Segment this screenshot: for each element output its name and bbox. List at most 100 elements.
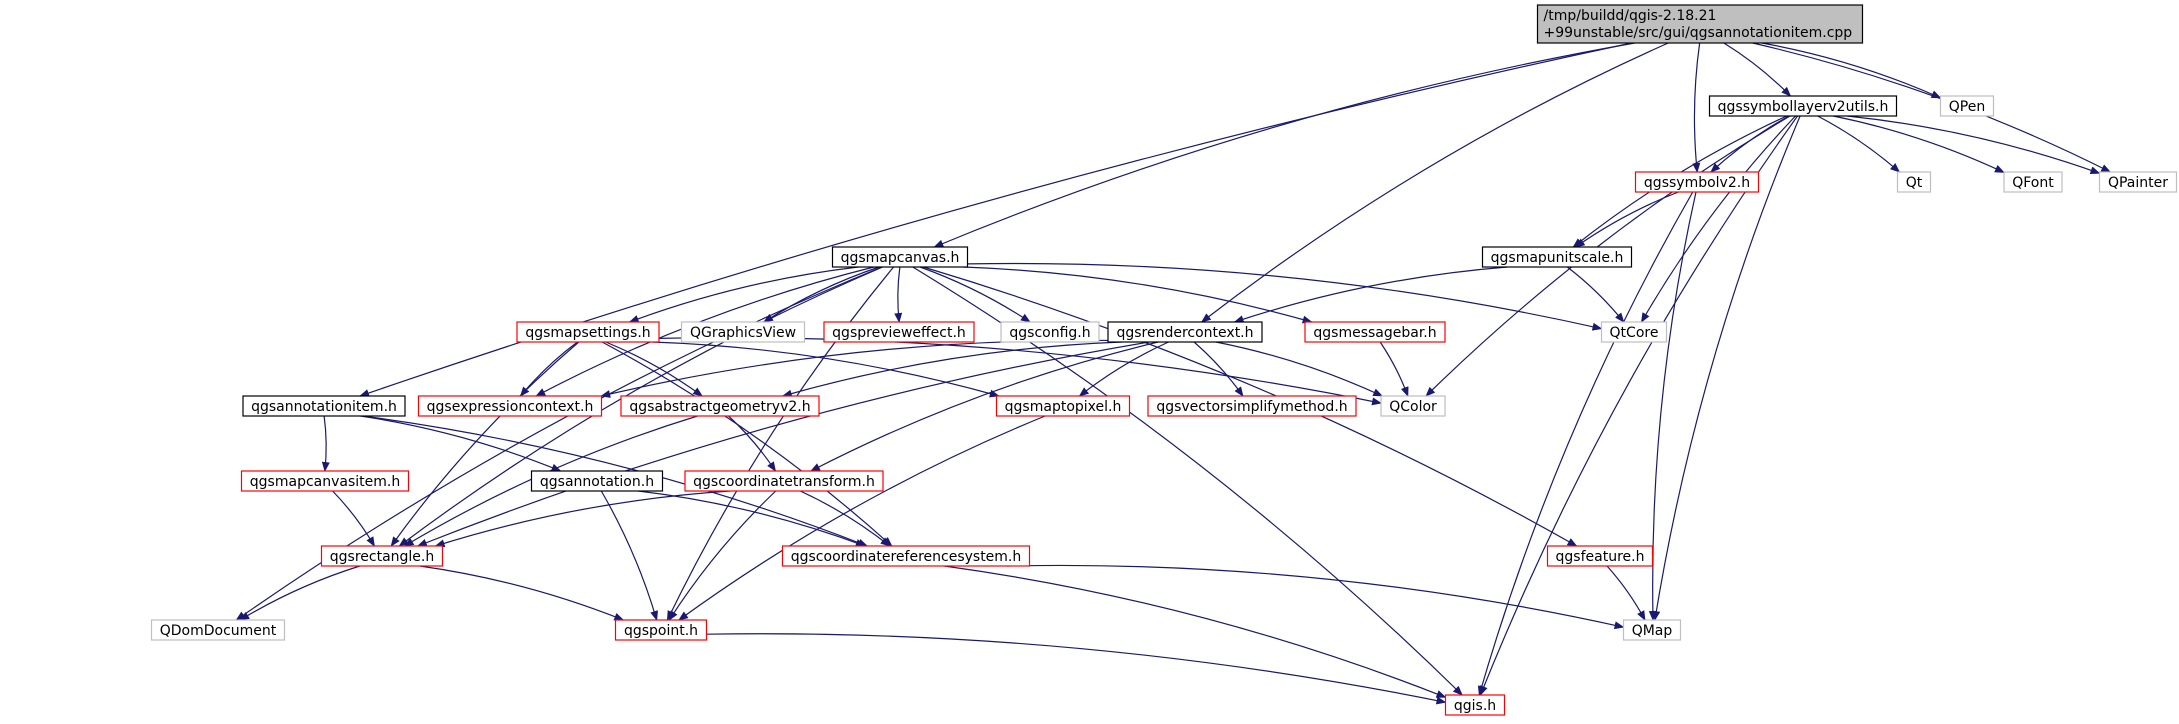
node-qgsrectangle[interactable]: qgsrectangle.h	[320, 545, 444, 567]
node-qgspreview-ffect[interactable]: qgspreviewеffect.h	[823, 321, 975, 343]
edge-qgsrectangle-to-qgspoint	[419, 565, 625, 621]
node-box	[1536, 4, 1864, 44]
node-label: qgsannotationitem.h	[251, 399, 397, 415]
node-qgssymbollayerv2utils[interactable]: qgssymbollayerv2utils.h	[1708, 95, 1898, 117]
node-box	[530, 470, 664, 492]
node-label: QDomDocument	[160, 623, 277, 639]
node-qgsmapsettings[interactable]: qgsmapsettings.h	[516, 321, 660, 343]
node-box	[2003, 171, 2063, 193]
node-label: qgssymbolv2.h	[1644, 175, 1750, 191]
edge-qgsmapunitscale-to-qtcore	[1566, 266, 1625, 323]
edge-qgsrendercontext-to-qgsrectangle	[416, 341, 1150, 547]
node-box	[1380, 395, 1446, 417]
node-qgsmessagebar[interactable]: qgsmessagebar.h	[1304, 321, 1446, 343]
node-qtcore[interactable]: QtCore	[1600, 321, 1668, 343]
node-label: /tmp/buildd/qgis-2.18.21	[1544, 8, 1717, 24]
edge-qgssymbollayerv2utils-to-qpainter	[1847, 115, 2101, 175]
node-label: qgsrectangle.h	[330, 549, 434, 565]
node-box	[516, 321, 660, 343]
node-label: Qt	[1906, 175, 1923, 191]
node-label: qgsmapcanvasitem.h	[250, 474, 400, 490]
edge-qgsmapcanvas-to-qgsmapsettings	[628, 266, 859, 323]
edge-qgssymbollayerv2utils-to-qtcore	[1640, 115, 1796, 323]
node-qgsmapunitscale[interactable]: qgsmapunitscale.h	[1481, 246, 1633, 268]
node-box	[614, 619, 708, 641]
node-qgsvectorsimplifymethod[interactable]: qgsvectorsimplifymethod.h	[1147, 395, 1357, 417]
edge-root-to-qgsrendercontext	[1200, 42, 1669, 323]
node-label: QMap	[1632, 623, 1673, 639]
node-qcolor[interactable]: QColor	[1380, 395, 1446, 417]
node-qpen[interactable]: QPen	[1939, 95, 1995, 117]
node-box	[684, 470, 884, 492]
edge-qgsannotation-to-qgscoordinatereferencesystem	[638, 490, 866, 547]
node-label: qgis.h	[1454, 698, 1496, 714]
node-label: QFont	[2012, 175, 2054, 191]
node-qgssymbolv2[interactable]: qgssymbolv2.h	[1634, 171, 1760, 193]
node-box	[240, 470, 410, 492]
edge-qgsrectangle-to-qdomdocument	[239, 565, 361, 621]
node-qgsconfig[interactable]: qgsconfig.h	[1000, 321, 1100, 343]
node-box	[1546, 545, 1654, 567]
node-label: qgsfeature.h	[1556, 549, 1645, 565]
edge-qgssymbollayerv2utils-to-qmap	[1652, 115, 1801, 621]
node-label: qgsmapsettings.h	[525, 325, 650, 341]
node-qgsexpressioncontext[interactable]: qgsexpressioncontext.h	[417, 395, 603, 417]
node-box	[2098, 171, 2178, 193]
edge-qgspoint-to-qgis	[706, 633, 1447, 705]
edge-qgsrendercontext-to-qgsabstractgeometryv2	[781, 341, 1123, 398]
node-box	[1634, 171, 1760, 193]
node-qpainter[interactable]: QPainter	[2098, 171, 2178, 193]
node-qgsrendercontext[interactable]: qgsrendercontext.h	[1107, 321, 1263, 343]
node-qgraphicsview[interactable]: QGraphicsView	[680, 321, 806, 343]
node-root: /tmp/buildd/qgis-2.18.21+99unstable/src/…	[1536, 4, 1864, 44]
edge-qgsmapcanvas-to-qgspoint	[666, 266, 895, 621]
node-qgsmaptopixel[interactable]: qgsmaptopixel.h	[995, 395, 1131, 417]
node-qdomdocument[interactable]: QDomDocument	[150, 619, 286, 641]
edge-root-to-qgsmapcanvas	[933, 42, 1635, 248]
edge-qgsmapcanvas-to-qgsexpressioncontext	[535, 266, 874, 397]
node-qgscoordinatereferencesystem[interactable]: qgscoordinatereferencesystem.h	[781, 545, 1031, 567]
edge-qgscoordinatereferencesystem-to-qgis	[944, 565, 1447, 698]
node-box	[823, 321, 975, 343]
node-box	[620, 395, 820, 417]
edge-qgsmaptopixel-to-qgspoint	[678, 415, 1046, 621]
node-qmap[interactable]: QMap	[1622, 619, 1682, 641]
node-label: qgsmessagebar.h	[1313, 325, 1436, 341]
edges-layer	[235, 42, 2112, 705]
edge-qgsmapunitscale-to-qgsrendercontext	[1233, 266, 1508, 323]
node-qgspoint[interactable]: qgspoint.h	[614, 619, 708, 641]
node-qgsannotation[interactable]: qgsannotation.h	[530, 470, 664, 492]
node-qgsfeature[interactable]: qgsfeature.h	[1546, 545, 1654, 567]
node-label: QtCore	[1610, 325, 1659, 341]
node-label: qgsmaptopixel.h	[1005, 399, 1122, 415]
node-qgsabstractgeometryv2[interactable]: qgsabstractgeometryv2.h	[620, 395, 820, 417]
node-box	[1444, 694, 1506, 716]
edge-qgsrendercontext-to-qcolor	[1215, 341, 1384, 397]
node-box	[831, 246, 969, 268]
edge-qgsannotationitem-to-qgscoordinatereferencesystem	[362, 415, 869, 547]
edge-qgsmapcanvas-to-qgsfeature	[923, 266, 1578, 547]
node-qgsmapcanvas[interactable]: qgsmapcanvas.h	[831, 246, 969, 268]
node-qgsannotationitem[interactable]: qgsannotationitem.h	[242, 395, 406, 417]
node-label: qgscoordinatetransform.h	[693, 474, 875, 490]
node-label: QPen	[1949, 99, 1985, 115]
edge-qgsmapsettings-to-qcolor	[658, 337, 1382, 406]
node-box	[995, 395, 1131, 417]
edge-qgsrendercontext-to-qgsvectorsimplifymethod	[1193, 341, 1244, 397]
edge-qgsmapsettings-to-qgsabstractgeometryv2	[605, 341, 703, 397]
node-qgsmapcanvasitem[interactable]: qgsmapcanvasitem.h	[240, 470, 410, 492]
edge-qgssymbollayerv2utils-to-qgis	[1479, 115, 1799, 696]
node-label: qgsabstractgeometryv2.h	[629, 399, 810, 415]
node-qfont[interactable]: QFont	[2003, 171, 2063, 193]
edge-qgscoordinatereferencesystem-to-qmap	[1006, 564, 1625, 630]
node-box	[150, 619, 286, 641]
edge-qgssymbollayerv2utils-to-qcolor	[1425, 115, 1791, 397]
node-qgscoordinatetransform[interactable]: qgscoordinatetransform.h	[684, 470, 884, 492]
edge-qgscoordinatetransform-to-qgscoordinatereferencesystem	[800, 490, 891, 547]
node-label: qgsmapcanvas.h	[841, 250, 960, 266]
edge-qgsannotation-to-qgspoint	[600, 490, 658, 621]
node-qt[interactable]: Qt	[1896, 171, 1932, 193]
edge-root-to-qgssymbollayerv2utils	[1723, 42, 1792, 97]
node-qgis[interactable]: qgis.h	[1444, 694, 1506, 716]
node-label: QGraphicsView	[690, 325, 796, 341]
